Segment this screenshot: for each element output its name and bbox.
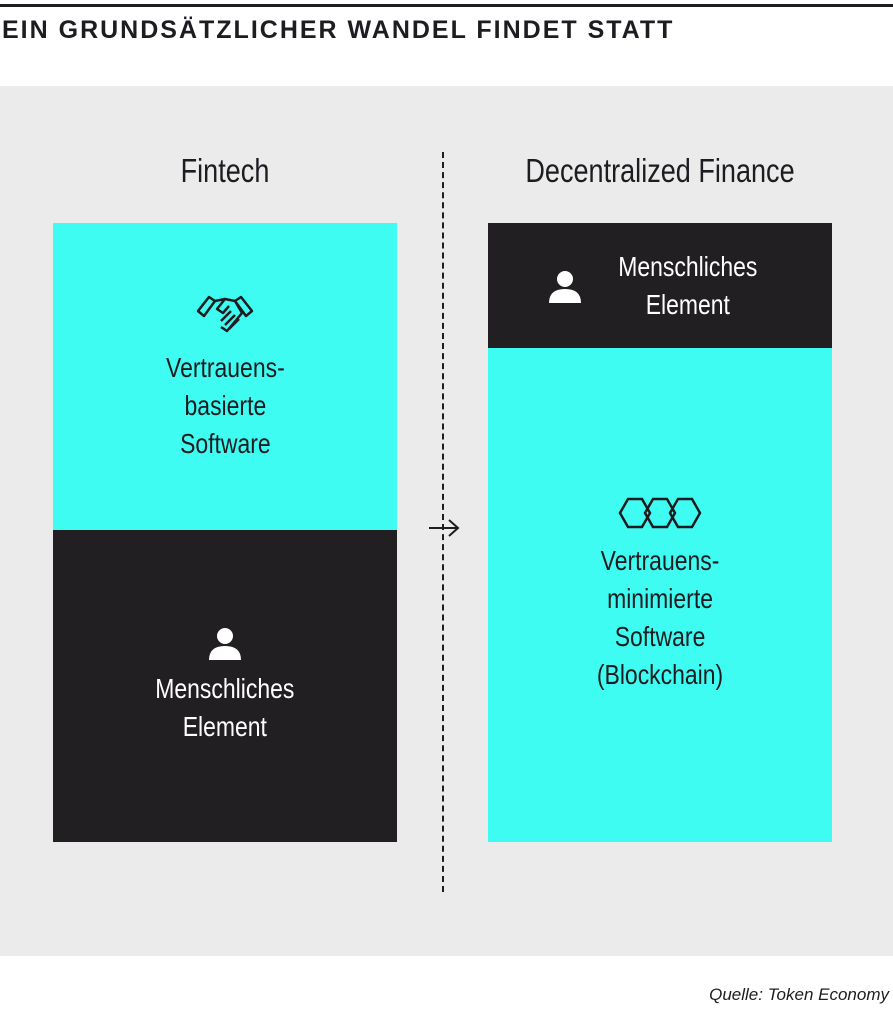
defi-software-label: Vertrauens- minimierte Software (Blockch… [596,545,724,690]
defi-software-block: Vertrauens- minimierte Software (Blockch… [488,348,832,842]
arrow-right-icon [429,519,460,537]
person-icon [209,628,241,660]
fintech-human-label: Menschliches Element [155,673,295,742]
fintech-software-label: Vertrauens- basierte Software [165,351,285,459]
person-icon [549,270,582,303]
page-title: EIN GRUNDSÄTZLICHER WANDEL FINDET STATT [2,16,675,44]
defi-heading: Decentralized Finance [525,152,795,189]
fintech-human-block: Menschliches Element [53,530,397,842]
dashed-divider [442,152,444,892]
blockchain-icon [618,497,702,529]
handshake-icon [196,295,254,332]
top-rule [0,4,893,7]
fintech-software-block: Vertrauens- basierte Software [53,223,397,530]
defi-human-block: Menschliches Element [488,223,832,348]
fintech-heading: Fintech [180,152,270,189]
source-note: Quelle: Token Economy [709,985,889,1004]
defi-human-label: Menschliches Element [618,250,758,320]
